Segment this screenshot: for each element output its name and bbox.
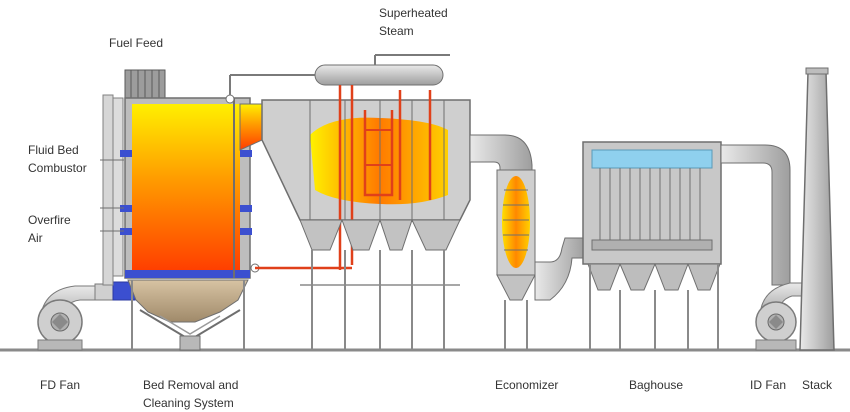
label-fd-fan: FD Fan [40,378,81,392]
label-overfire-2: Air [28,231,43,245]
label-overfire-1: Overfire [28,213,71,227]
label-fuel-feed: Fuel Feed [109,36,164,50]
label-superheated-steam-2: Steam [379,24,414,38]
steam-drum [229,54,450,95]
flue-duct [469,134,533,176]
baghouse-outlet-duct [720,144,791,286]
convection-section [255,85,471,350]
label-bed-removal-1: Bed Removal and [143,378,239,392]
label-economizer: Economizer [495,378,559,392]
label-fluid-bed-2: Combustor [28,161,87,175]
economizer-outlet-duct [534,237,586,301]
economizer [496,169,536,350]
label-bed-removal-2: Cleaning System [143,396,234,410]
label-baghouse: Baghouse [629,378,684,392]
id-fan [755,282,809,351]
baghouse [582,141,722,350]
label-superheated-steam-1: Superheated [379,6,448,20]
combustion-flame [132,104,240,274]
fd-fan [37,283,124,351]
stack [799,67,835,351]
fluid-bed-combustor [100,69,273,286]
bed-removal-system [127,279,249,351]
label-stack: Stack [802,378,833,392]
label-fluid-bed-1: Fluid Bed [28,143,79,157]
label-id-fan: ID Fan [750,378,787,392]
